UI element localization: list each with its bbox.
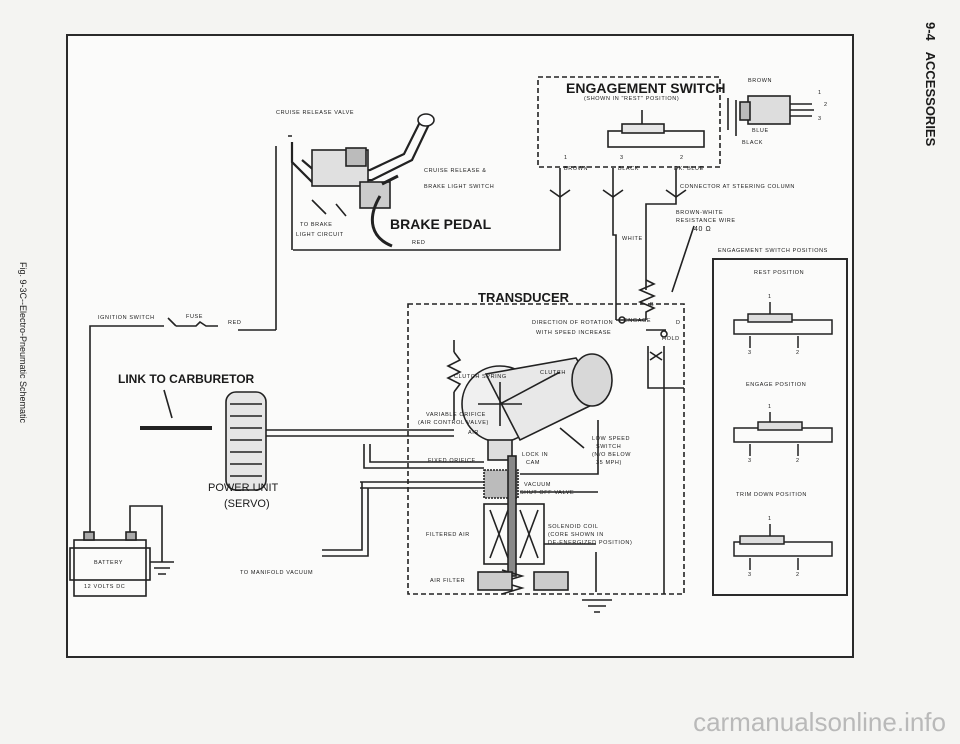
resistance-label-1: BROWN-WHITE: [676, 210, 724, 216]
pos-engage-pin-2: 2: [796, 458, 800, 464]
solenoid-label-1: SOLENOID COIL: [548, 524, 599, 530]
wire-white-label: WHITE: [622, 236, 643, 242]
position-trimdown-label: TRIM DOWN POSITION: [736, 492, 807, 498]
lockin-label-1: LOCK IN: [522, 452, 549, 458]
connector-blue-label: BLUE: [752, 128, 769, 134]
rotation-label-1: DIRECTION OF ROTATION: [532, 320, 614, 326]
wire-black-label: BLACK: [618, 166, 640, 172]
figure-frame: [66, 34, 854, 658]
connector-steering-label: CONNECTOR AT STEERING COLUMN: [680, 184, 795, 190]
connector-black-label: BLACK: [742, 140, 764, 146]
orifice-label-1: VARIABLE ORIFICE: [426, 412, 486, 418]
transducer-title: TRANSDUCER: [478, 290, 569, 305]
fixed-orifice-label: FIXED ORIFICE: [428, 458, 476, 464]
orifice-label-2: (AIR CONTROL VALVE): [418, 420, 489, 426]
resistance-value: 40 Ω: [694, 226, 712, 233]
wire-red-label: RED: [412, 240, 426, 246]
brake-switch-label-2: BRAKE LIGHT SWITCH: [424, 184, 495, 190]
pos-trim-pin-2: 2: [796, 572, 800, 578]
engagement-switch-subtitle: (SHOWN IN "REST" POSITION): [584, 96, 680, 102]
terminal-1: 1: [564, 155, 568, 161]
engagement-switch-title: ENGAGEMENT SWITCH: [566, 80, 726, 96]
low-speed-label-1: LOW SPEED: [592, 436, 631, 442]
battery-label: BATTERY: [94, 560, 124, 566]
servo-label-1: POWER UNIT: [208, 482, 279, 494]
vacuum-label-1: VACUUM: [524, 482, 552, 488]
resistance-label-2: RESISTANCE WIRE: [676, 218, 736, 224]
servo-label-2: (SERVO): [224, 498, 270, 510]
to-brake-label-1: TO BRAKE: [300, 222, 333, 228]
position-rest-label: REST POSITION: [754, 270, 805, 276]
connector-pin-2: 2: [824, 102, 828, 108]
hold-label: HOLD: [662, 336, 680, 342]
pos-rest-pin-3: 3: [748, 350, 752, 356]
battery-volts-label: 12 VOLTS DC: [84, 584, 126, 590]
engage-label: ENGAGE: [624, 318, 652, 324]
clutch-label: CLUTCH: [540, 370, 566, 376]
link-to-carburetor-label: LINK TO CARBURETOR: [118, 372, 255, 386]
engagement-switch-box: [537, 76, 721, 168]
cruise-release-valve-label: CRUISE RELEASE VALVE: [276, 110, 355, 116]
positions-panel: [712, 258, 848, 596]
pos-engage-pin-3: 3: [748, 458, 752, 464]
vacuum-label-2: SHUT OFF VALVE: [520, 490, 575, 496]
clutch-spring-label: CLUTCH SPRING: [454, 374, 507, 380]
term-b-label: B: [650, 302, 655, 308]
wire-brown-label: BROWN: [564, 166, 589, 172]
lockin-label-2: CAM: [526, 460, 541, 466]
ignition-switch-label: IGNITION SWITCH: [98, 315, 155, 321]
watermark: carmanualsonline.info: [693, 707, 946, 737]
wire-red-label-2: RED: [228, 320, 242, 326]
pos-engage-pin-1: 1: [768, 404, 772, 410]
low-speed-label-3: (N/O BELOW: [592, 452, 632, 458]
pos-rest-pin-1: 1: [768, 294, 772, 300]
brake-switch-label-1: CRUISE RELEASE &: [424, 168, 487, 174]
terminal-2: 2: [680, 155, 684, 161]
connector-pin-1: 1: [818, 90, 822, 96]
low-speed-label-4: 35 MPH): [596, 460, 622, 466]
solenoid-label-3: DE-ENERGIZED POSITION): [548, 540, 633, 546]
term-d-label: D: [676, 320, 681, 326]
filtered-air-label: FILTERED AIR: [426, 532, 470, 538]
connector-brown-label: BROWN: [748, 78, 773, 84]
pos-rest-pin-2: 2: [796, 350, 800, 356]
brake-pedal-label: BRAKE PEDAL: [390, 216, 492, 232]
transducer-box: [407, 303, 685, 595]
pos-trim-pin-1: 1: [768, 516, 772, 522]
air-filter-label: AIR FILTER: [430, 578, 466, 584]
solenoid-label-2: (CORE SHOWN IN: [548, 532, 604, 538]
terminal-3: 3: [620, 155, 624, 161]
positions-title: ENGAGEMENT SWITCH POSITIONS: [718, 248, 828, 254]
rotation-label-2: WITH SPEED INCREASE: [536, 330, 612, 336]
to-brake-label-2: LIGHT CIRCUIT: [296, 232, 344, 238]
connector-pin-3: 3: [818, 116, 822, 122]
fuse-label: FUSE: [186, 314, 204, 320]
pos-trim-pin-3: 3: [748, 572, 752, 578]
manifold-vacuum-label: TO MANIFOLD VACUUM: [240, 570, 314, 576]
air-label: AIR: [468, 430, 479, 436]
position-engage-label: ENGAGE POSITION: [746, 382, 807, 388]
wire-dkblue-label: DK. BLUE: [674, 166, 704, 172]
low-speed-label-2: SWITCH: [596, 444, 622, 450]
